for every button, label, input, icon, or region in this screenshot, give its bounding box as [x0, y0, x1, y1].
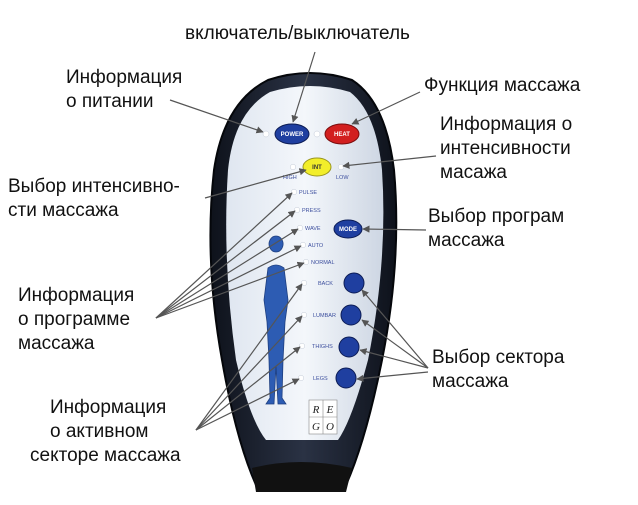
- intensity-high-indicator: [289, 163, 297, 171]
- program-label-normal: NORMAL: [311, 260, 335, 266]
- sector-button-thighs[interactable]: [338, 336, 360, 358]
- arrow-power-info: [169, 99, 264, 134]
- sector-indicator-thighs: [298, 342, 306, 350]
- program-indicator-auto: [299, 241, 307, 249]
- sector-indicator-back: [300, 279, 308, 287]
- logo-letter-o: O: [326, 421, 334, 433]
- arrow-program-select: [362, 225, 427, 233]
- label-program-info: Информация о программе массажа: [18, 285, 135, 354]
- arrow-program-info-4: [155, 245, 302, 319]
- program-indicator-wave: [296, 224, 304, 232]
- heat-button[interactable]: [324, 123, 360, 145]
- program-label-wave: WAVE: [305, 226, 321, 232]
- logo-letter-r: R: [312, 404, 320, 416]
- arrow-sector-info-4: [195, 378, 300, 431]
- sector-label-thighs: THIGHS: [312, 344, 333, 350]
- intensity-high-label: HIGH: [283, 175, 297, 181]
- label-power-info: Информация о питании: [66, 67, 183, 112]
- arrow-sector-info-2: [195, 315, 303, 431]
- arrow-program-info-1: [155, 192, 293, 319]
- arrow-intensity-info: [342, 155, 437, 169]
- label-power-switch: включатель/выключатель: [185, 23, 410, 44]
- power-indicator: [262, 130, 270, 138]
- arrow-intensity-select: [204, 168, 307, 199]
- power-button-label: POWER: [281, 132, 304, 138]
- arrow-sector-select-4: [356, 371, 429, 382]
- intensity-low-label: LOW: [336, 175, 349, 181]
- arrow-program-info-3: [155, 228, 299, 319]
- program-indicator-normal: [302, 258, 310, 266]
- label-intensity-info: Информация о интенсивности масажа: [440, 114, 573, 183]
- sector-button-lumbar[interactable]: [340, 304, 362, 326]
- sector-button-back[interactable]: [343, 272, 365, 294]
- mode-button-label: MODE: [339, 227, 357, 233]
- sector-label-back: BACK: [318, 281, 333, 287]
- rego-logo: R E G O: [308, 399, 338, 435]
- heat-button-label: HEAT: [334, 132, 350, 138]
- arrow-sector-select-3: [359, 348, 429, 369]
- arrow-sector-select-1: [361, 289, 429, 369]
- intensity-button-label: INT: [312, 165, 322, 171]
- sector-indicator-lumbar: [300, 311, 308, 319]
- program-label-press: PRESS: [302, 208, 321, 214]
- arrow-sector-info-1: [195, 283, 303, 431]
- label-program-select: Выбор програм массажа: [428, 206, 565, 251]
- heat-indicator: [313, 130, 321, 138]
- sector-label-legs: LEGS: [313, 376, 328, 382]
- power-button[interactable]: [274, 123, 310, 145]
- program-indicator-pulse: [290, 188, 298, 196]
- arrow-massage-function: [351, 91, 421, 125]
- arrow-program-info-2: [155, 210, 296, 319]
- label-intensity-select: Выбор интенсивно- сти массажа: [8, 176, 180, 221]
- intensity-button[interactable]: [302, 157, 332, 177]
- arrow-power-switch: [291, 51, 316, 123]
- remote-bottom-rim: [252, 462, 352, 492]
- logo-letter-e: E: [326, 404, 334, 416]
- sector-button-legs[interactable]: [335, 367, 357, 389]
- arrow-sector-info-3: [195, 346, 301, 431]
- sector-label-lumbar: LUMBAR: [313, 313, 336, 319]
- mode-button[interactable]: [333, 219, 363, 239]
- label-sector-info: Информация о активном секторе массажа: [30, 397, 181, 466]
- intensity-low-indicator: [337, 163, 345, 171]
- label-massage-function: Функция массажа: [424, 75, 581, 96]
- program-label-auto: AUTO: [308, 243, 324, 249]
- logo-letter-g: G: [312, 421, 320, 433]
- label-sector-select: Выбор сектора массажа: [432, 347, 565, 392]
- arrow-program-info-5: [155, 261, 305, 319]
- program-label-pulse: PULSE: [299, 190, 317, 196]
- program-indicator-press: [293, 206, 301, 214]
- arrow-sector-select-2: [361, 319, 429, 369]
- annotation-arrows: [155, 51, 437, 431]
- sector-indicator-legs: [297, 374, 305, 382]
